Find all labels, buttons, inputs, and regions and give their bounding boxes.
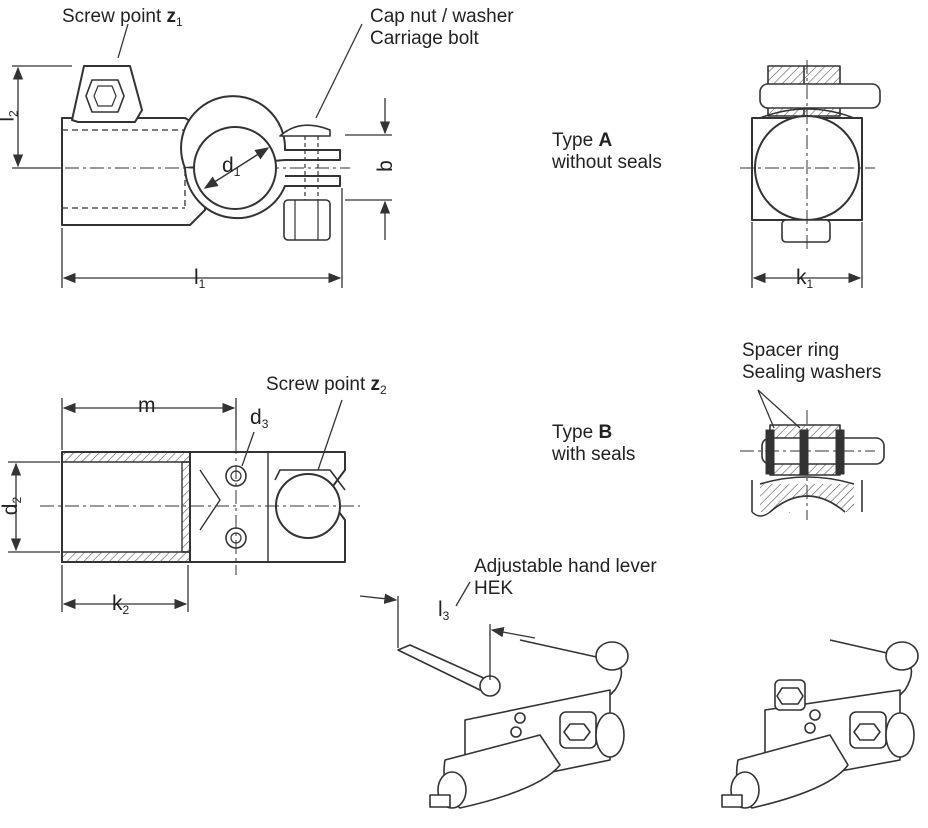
label-type-letter: B bbox=[598, 422, 613, 443]
label-sealing-washers: Sealing washers bbox=[742, 362, 882, 383]
label-sub: 1 bbox=[176, 15, 183, 29]
label-spacer-ring: Spacer ring bbox=[742, 340, 840, 361]
label-sub: 2 bbox=[380, 383, 387, 397]
label-var: z bbox=[370, 374, 381, 395]
label-type-a: Type A without seals bbox=[552, 130, 662, 174]
label-cap-nut-line1: Cap nut / washer bbox=[370, 6, 514, 27]
label-cap-nut-line2: Carriage bolt bbox=[370, 28, 479, 49]
side-view-top-left bbox=[40, 65, 350, 241]
front-view-type-a bbox=[740, 60, 881, 288]
dim-d3: d3 bbox=[250, 406, 269, 431]
label-screw-point-z2: Screw point z2 bbox=[266, 374, 387, 397]
label-type-prefix: Type bbox=[552, 422, 599, 443]
label-text: Screw point bbox=[62, 6, 167, 27]
dim-l3: l3 bbox=[438, 598, 450, 623]
isometric-with-lever bbox=[397, 639, 629, 809]
label-screw-point-z1: Screw point z1 bbox=[62, 6, 183, 29]
dim-d1: d1 bbox=[222, 154, 241, 179]
dim-k2: k2 bbox=[112, 592, 130, 617]
label-spacer: Spacer ring Sealing washers bbox=[742, 340, 881, 384]
label-var: z bbox=[166, 6, 177, 27]
dim-b: b bbox=[373, 160, 397, 172]
label-type-prefix: Type bbox=[552, 130, 599, 151]
dim-k1: k1 bbox=[796, 266, 814, 291]
top-view-section bbox=[40, 440, 360, 575]
label-type-letter: A bbox=[598, 130, 613, 151]
label-hand-lever-line2: HEK bbox=[474, 578, 514, 599]
dim-m: m bbox=[138, 394, 156, 417]
label-cap-nut: Cap nut / washer Carriage bolt bbox=[370, 6, 514, 50]
dims-lever bbox=[359, 581, 536, 680]
dims-top-left bbox=[12, 23, 392, 288]
dim-d2: d2 bbox=[0, 496, 25, 516]
label-type-a-desc: without seals bbox=[552, 152, 662, 173]
dim-l1: l1 bbox=[194, 266, 206, 291]
label-type-b: Type B with seals bbox=[552, 422, 635, 466]
label-hand-lever-line1: Adjustable hand lever bbox=[474, 556, 657, 577]
label-text: Screw point bbox=[266, 374, 371, 395]
dim-l2: l2 bbox=[0, 110, 21, 121]
isometric-without-lever bbox=[721, 639, 919, 809]
section-type-b bbox=[740, 389, 885, 520]
label-type-b-desc: with seals bbox=[552, 444, 636, 465]
label-hand-lever: Adjustable hand lever HEK bbox=[474, 556, 657, 600]
dims-middle-left bbox=[8, 398, 343, 612]
